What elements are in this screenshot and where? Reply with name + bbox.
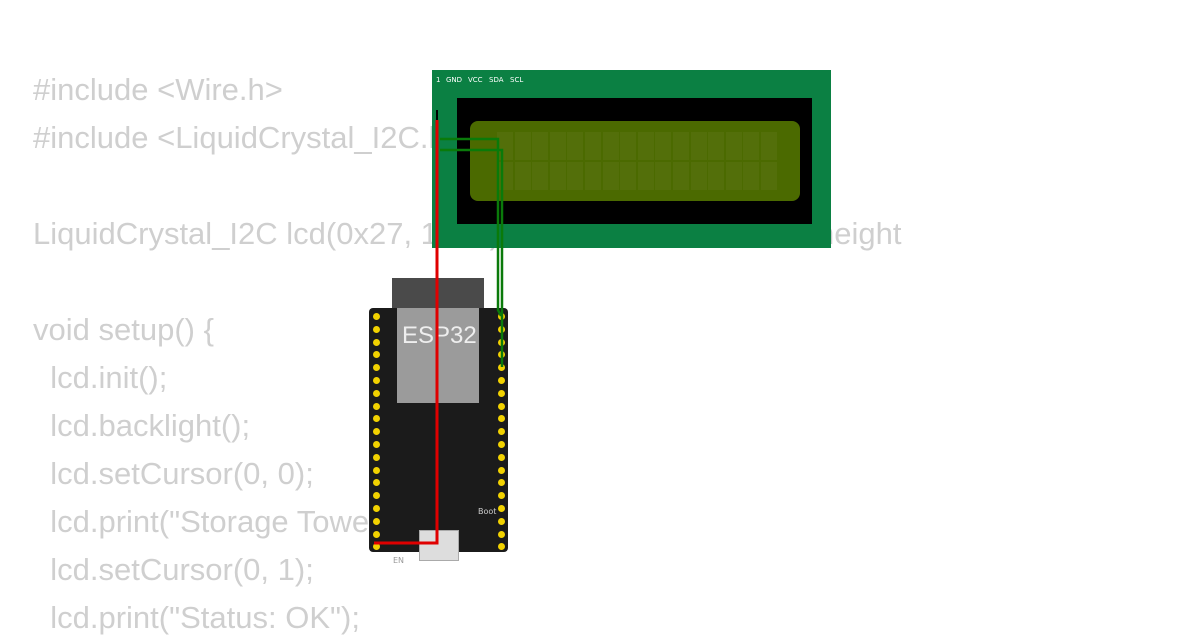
code-line: lcd.backlight();	[33, 408, 251, 443]
code-line: lcd.setCursor(0, 1);	[33, 552, 314, 587]
pin-scl-label: SCL	[510, 76, 524, 84]
code-line: lcd.init();	[33, 360, 168, 395]
lcd-char-cell	[620, 132, 637, 160]
esp32-pin[interactable]	[373, 428, 380, 436]
esp32-pin[interactable]	[498, 517, 505, 525]
wire-scl	[440, 148, 504, 367]
esp32-pin[interactable]	[498, 505, 505, 512]
lcd-char-cell	[532, 132, 549, 160]
esp32-pin[interactable]	[373, 466, 380, 474]
esp32-pin[interactable]	[498, 364, 505, 372]
esp32-pin[interactable]	[373, 364, 380, 372]
lcd-char-cell	[725, 162, 742, 190]
wire-sda	[440, 137, 503, 317]
esp32-pin[interactable]	[498, 453, 505, 461]
lcd-char-cell	[549, 162, 566, 190]
esp32-pin[interactable]	[373, 338, 380, 346]
lcd-char-cell	[620, 162, 637, 190]
lcd-char-cell	[673, 162, 689, 190]
esp32-pin[interactable]	[373, 505, 380, 512]
lcd-char-cell	[690, 132, 707, 160]
lcd-char-cell	[673, 132, 689, 160]
lcd-char-cell	[690, 162, 707, 190]
esp32-pin[interactable]	[373, 517, 380, 525]
lcd-char-cell	[743, 132, 760, 160]
esp32-pin[interactable]	[498, 389, 505, 397]
esp32-pin[interactable]	[498, 377, 505, 384]
esp32-pin[interactable]	[373, 415, 380, 423]
code-line: #include <Wire.h>	[33, 72, 283, 107]
boot-button-label[interactable]: Boot	[478, 507, 497, 516]
lcd-char-cell	[761, 162, 777, 190]
lcd-char-cell	[602, 132, 619, 160]
lcd-char-cell	[743, 162, 760, 190]
esp32-pin[interactable]	[373, 441, 380, 448]
lcd-char-cell	[655, 132, 672, 160]
esp32-pin[interactable]	[498, 543, 505, 551]
lcd-char-cell	[514, 132, 531, 160]
esp32-pin[interactable]	[498, 402, 505, 410]
esp32-pin[interactable]	[498, 415, 505, 423]
esp32-pin[interactable]	[373, 351, 380, 359]
code-line: #include <LiquidCrystal_I2C.h>	[33, 120, 464, 155]
code-line: lcd.print("Status: OK");	[33, 600, 360, 635]
lcd-char-cell	[708, 162, 725, 190]
lcd-bezel	[457, 98, 812, 224]
esp32-pin[interactable]	[498, 441, 505, 448]
esp32-pin[interactable]	[373, 389, 380, 397]
lcd-char-cell	[585, 132, 601, 160]
lcd-char-cell	[655, 162, 672, 190]
lcd-char-cell	[549, 132, 566, 160]
lcd-char-cell	[637, 132, 654, 160]
lcd-screen	[470, 121, 800, 201]
esp32-pin[interactable]	[498, 530, 505, 538]
code-line: void setup() {	[33, 312, 214, 347]
wire-vcc	[374, 120, 439, 545]
lcd-char-cell	[602, 162, 619, 190]
esp32-pin[interactable]	[373, 325, 380, 333]
lcd-char-cell	[532, 162, 549, 190]
esp32-pin[interactable]	[373, 492, 380, 500]
esp32-pin[interactable]	[373, 313, 380, 320]
en-button-label[interactable]: EN	[393, 556, 405, 565]
lcd-char-cell	[585, 162, 601, 190]
lcd-char-cell	[567, 162, 584, 190]
lcd-char-cell	[761, 132, 777, 160]
lcd-char-cell	[708, 132, 725, 160]
esp32-pin[interactable]	[373, 479, 380, 487]
pin-sda-label: SDA	[489, 76, 504, 84]
esp32-pin[interactable]	[373, 453, 380, 461]
pin-gnd-label: GND	[446, 76, 463, 84]
pin-vcc-label: VCC	[468, 76, 483, 84]
lcd-char-cell	[725, 132, 742, 160]
esp32-pin[interactable]	[373, 543, 380, 551]
esp32-pin[interactable]	[373, 402, 380, 410]
lcd-char-cell	[637, 162, 654, 190]
usb-port	[419, 530, 459, 561]
lcd-char-cell	[567, 132, 584, 160]
esp32-pin[interactable]	[498, 466, 505, 474]
esp32-pin[interactable]	[373, 530, 380, 538]
esp32-pin[interactable]	[498, 428, 505, 436]
lcd-char-cell	[514, 162, 531, 190]
esp32-label: ESP32	[402, 322, 477, 349]
code-line: lcd.setCursor(0, 0);	[33, 456, 314, 491]
esp32-pin[interactable]	[498, 492, 505, 500]
esp32-pin[interactable]	[498, 479, 505, 487]
pin-1-label: 1	[436, 76, 441, 84]
esp32-pin[interactable]	[373, 377, 380, 384]
